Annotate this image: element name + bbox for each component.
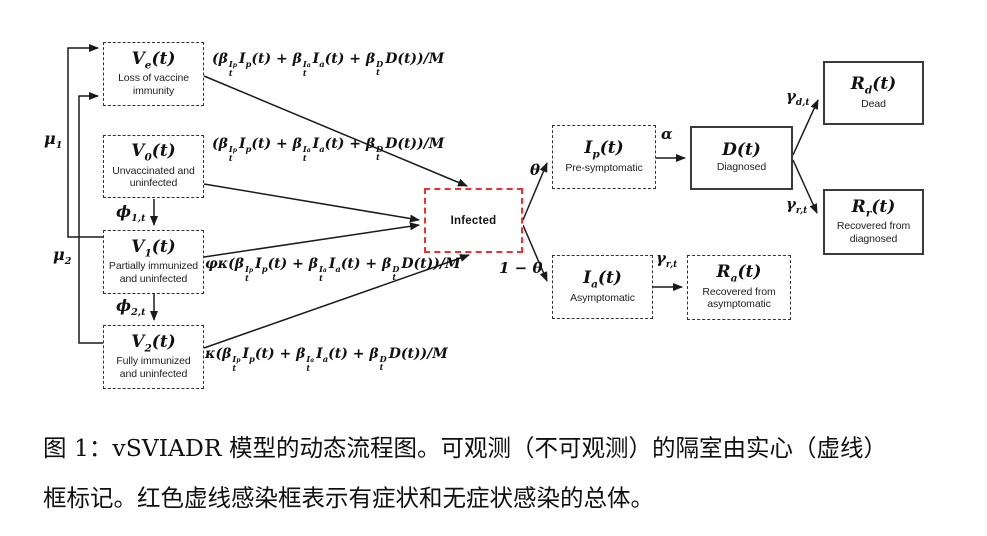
rate-label-one-minus-theta: 1 − θ <box>499 259 543 277</box>
arrow-v1-to-ve-mu1 <box>67 44 103 238</box>
compartment-ip: Ip(t) Pre-symptomatic <box>552 125 656 189</box>
compartment-v0: V0(t) Unvaccinated and uninfected <box>103 135 204 198</box>
compartment-v0-title: V0(t) <box>131 141 176 164</box>
compartment-d: D(t) Diagnosed <box>690 126 793 190</box>
compartment-ia-title: Ia(t) <box>583 268 622 291</box>
compartment-ip-title: Ip(t) <box>584 138 624 161</box>
compartment-ve: Ve(t) Loss of vaccine immunity <box>103 42 204 106</box>
compartment-rd-subtitle: Dead <box>861 97 886 110</box>
rate-label-gamma-rt-diagnosed: γr,t <box>786 195 808 216</box>
compartment-v1-title: V1(t) <box>131 236 176 260</box>
compartment-rr-title: Rr(t) <box>851 196 896 220</box>
rate-label-mu1: μ1 <box>44 129 63 152</box>
rate-label-gamma-dt: γd,t <box>786 87 810 108</box>
rate-label-mu2: μ2 <box>53 245 72 268</box>
arrow-ve-to-infected <box>203 75 468 187</box>
compartment-ia-subtitle: Asymptomatic <box>570 291 635 304</box>
rate-label-phi2: ϕ2,t <box>116 296 146 319</box>
compartment-v1-subtitle: Partially immunized and uninfected <box>108 260 199 285</box>
compartment-ve-title: Ve(t) <box>131 48 176 72</box>
compartment-v2-title: V2(t) <box>131 331 176 355</box>
compartment-ra-title: Ra(t) <box>716 262 762 285</box>
arrow-infected-to-ia <box>522 224 548 282</box>
rate-label-theta: θ <box>530 161 541 179</box>
arrow-infected-to-ip <box>522 162 548 221</box>
compartment-v2: V2(t) Fully immunized and uninfected <box>103 325 204 389</box>
compartment-d-title: D(t) <box>722 140 761 161</box>
arrow-v0-to-infected <box>203 183 420 223</box>
arrow-d-to-rr <box>792 159 818 214</box>
rate-label-gamma-rt-asymptomatic: γr,t <box>656 249 678 270</box>
compartment-rd: Rd(t) Dead <box>823 61 924 125</box>
figure-caption-line1: 图 1：vSVIADR 模型的动态流程图。可观测（不可观测）的隔室由实心（虚线） <box>43 434 888 462</box>
compartment-ia: Ia(t) Asymptomatic <box>552 255 653 319</box>
rate-label-phi1: ϕ1,t <box>116 202 146 225</box>
rate-label-alpha: α <box>661 125 673 143</box>
arrow-v2-to-ve-mu2 <box>78 92 103 344</box>
compartment-infected-label: Infected <box>450 214 497 227</box>
arrow-v2-to-infected <box>203 254 470 349</box>
compartment-v1: V1(t) Partially immunized and uninfected <box>103 230 204 294</box>
compartment-ra-subtitle: Recovered from asymptomatic <box>702 285 776 311</box>
arrow-d-to-rd <box>792 99 819 156</box>
compartment-ve-subtitle: Loss of vaccine immunity <box>118 72 189 97</box>
flow-arrows-layer <box>67 44 819 349</box>
compartment-ip-subtitle: Pre-symptomatic <box>565 161 643 174</box>
compartment-infected: Infected <box>424 188 523 253</box>
figure-caption-line2: 框标记。红色虚线感染框表示有症状和无症状感染的总体。 <box>43 484 654 512</box>
compartment-rr: Rr(t) Recovered from diagnosed <box>823 189 924 255</box>
compartment-rr-subtitle: Recovered from diagnosed <box>836 220 911 245</box>
compartment-v0-subtitle: Unvaccinated and uninfected <box>112 164 195 190</box>
compartment-v2-subtitle: Fully immunized and uninfected <box>116 355 191 380</box>
compartment-ra: Ra(t) Recovered from asymptomatic <box>687 255 791 320</box>
arrow-v1-to-infected <box>203 222 420 258</box>
compartment-d-subtitle: Diagnosed <box>716 161 767 174</box>
compartment-rd-title: Rd(t) <box>850 74 897 97</box>
